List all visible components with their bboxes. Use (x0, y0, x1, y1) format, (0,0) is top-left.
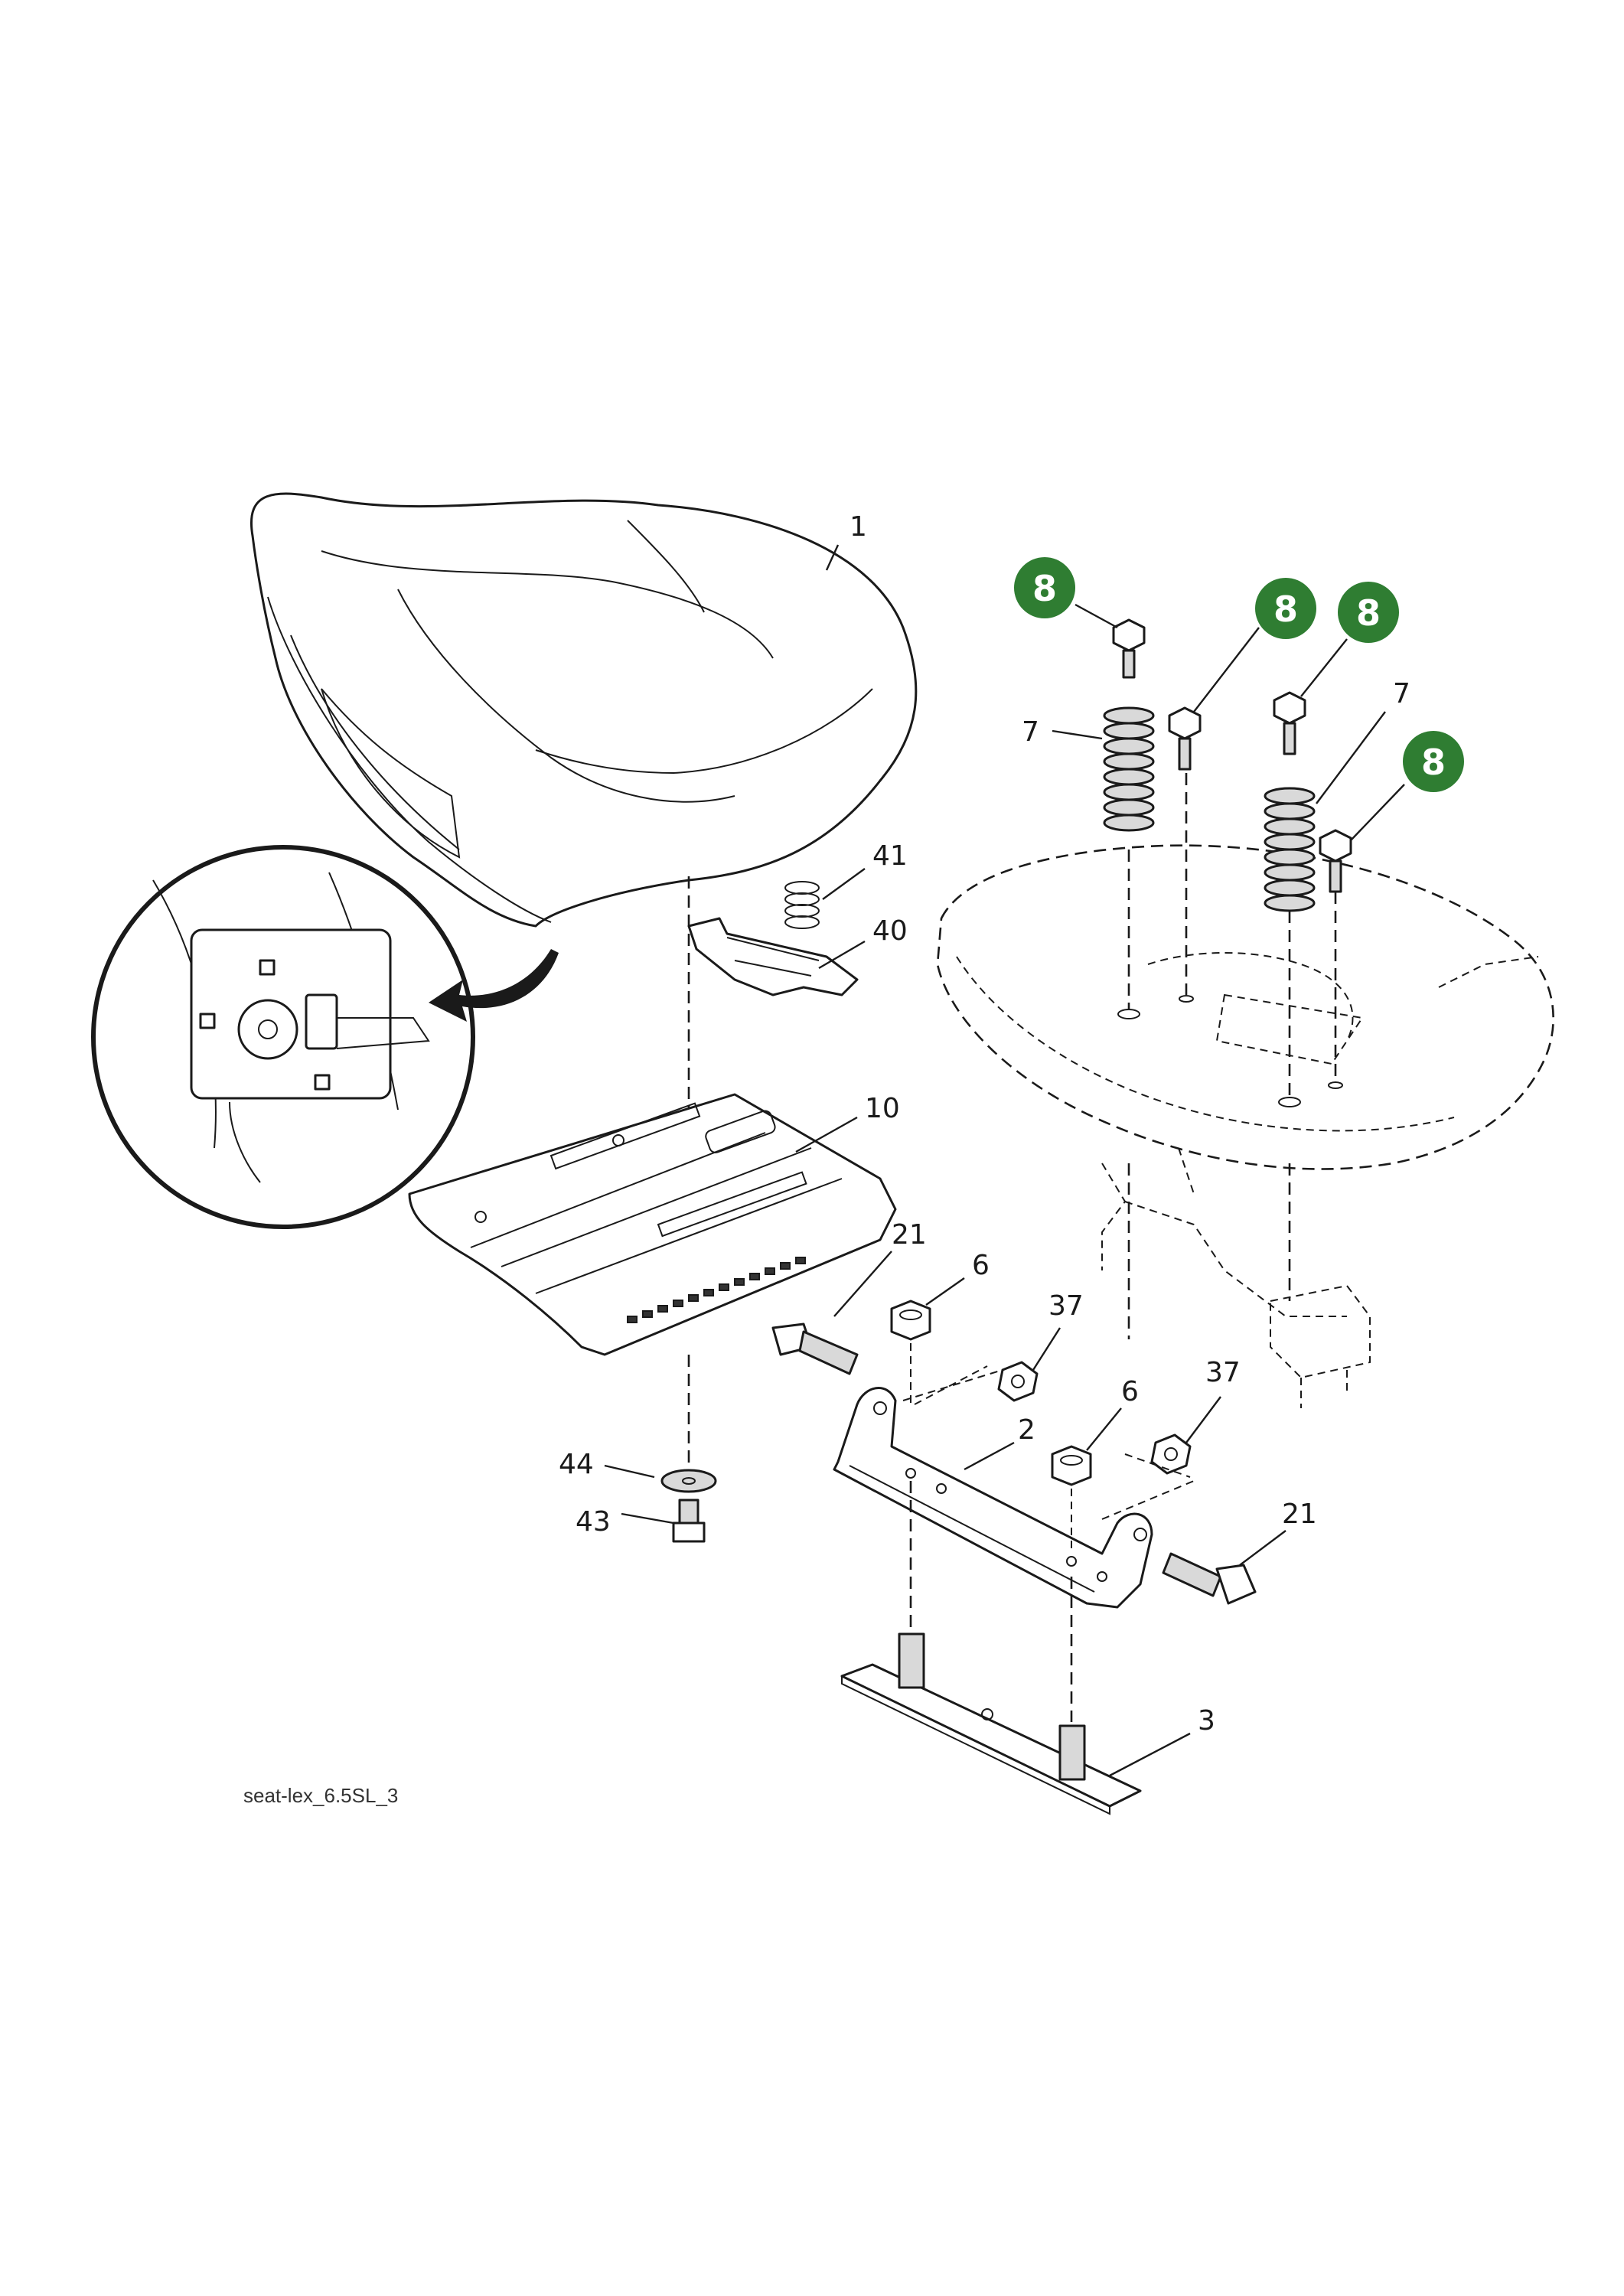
bolt-left-part (771, 1322, 859, 1375)
label-nut-left-37: 37 (1048, 1290, 1084, 1322)
nut-right-37-part (1150, 1433, 1192, 1475)
label-stud-plate: 3 (1198, 1705, 1215, 1737)
label-bracket: 2 (1018, 1414, 1035, 1446)
drawing-caption: seat-lex_6.5SL_3 (243, 1784, 398, 1807)
badge-mounting-bolt-1: 8 (1014, 557, 1075, 618)
nut-left-37-part (997, 1361, 1039, 1402)
mounting-bolt-2-part (1168, 706, 1202, 771)
label-latch: 40 (872, 915, 908, 947)
mounting-bolt-1-part (1112, 618, 1146, 679)
label-slide-plate: 10 (865, 1093, 900, 1124)
frame-outline-dashed (936, 844, 1554, 1408)
label-bolt-right: 21 (1282, 1499, 1317, 1530)
nut-right-6-part (1051, 1445, 1092, 1486)
svg-text:8: 8 (1356, 592, 1381, 634)
label-spring-right: 7 (1393, 678, 1410, 709)
label-nut-right-37: 37 (1205, 1357, 1241, 1388)
bolt-right-part (1162, 1552, 1257, 1605)
spring-clip-part (784, 881, 820, 929)
label-screw: 43 (576, 1506, 611, 1538)
screw-part (672, 1499, 706, 1543)
detail-view-circle (91, 845, 475, 1229)
slide-plate-holes (627, 1257, 806, 1323)
mounting-bolt-3-part (1273, 691, 1306, 755)
svg-text:8: 8 (1273, 589, 1298, 630)
mounting-bolt-4-part (1319, 829, 1352, 893)
slide-plate-part (408, 1093, 897, 1356)
badge-mounting-bolt-4: 8 (1403, 731, 1464, 792)
label-nut-right-6: 6 (1121, 1376, 1139, 1407)
badge-mounting-bolt-3: 8 (1338, 582, 1399, 643)
latch-part (687, 917, 859, 996)
detail-arrow-icon (429, 949, 559, 1022)
nut-left-6-part (890, 1300, 931, 1341)
svg-text:8: 8 (1421, 742, 1446, 783)
label-bolt-left: 21 (892, 1219, 927, 1251)
label-seat: 1 (850, 511, 867, 543)
bracket-part (833, 1387, 1153, 1609)
spring-right-part (1264, 787, 1316, 912)
label-spring-left: 7 (1022, 716, 1039, 748)
label-nut-left-6: 6 (972, 1250, 990, 1281)
badge-mounting-bolt-2: 8 (1255, 578, 1316, 639)
washer-part (660, 1469, 717, 1493)
stud-plate-part (840, 1632, 1142, 1815)
seat-part (250, 492, 918, 928)
label-spring-clip: 41 (872, 840, 908, 872)
label-washer: 44 (559, 1449, 594, 1480)
spring-left-part (1103, 706, 1155, 832)
svg-text:8: 8 (1032, 568, 1057, 609)
